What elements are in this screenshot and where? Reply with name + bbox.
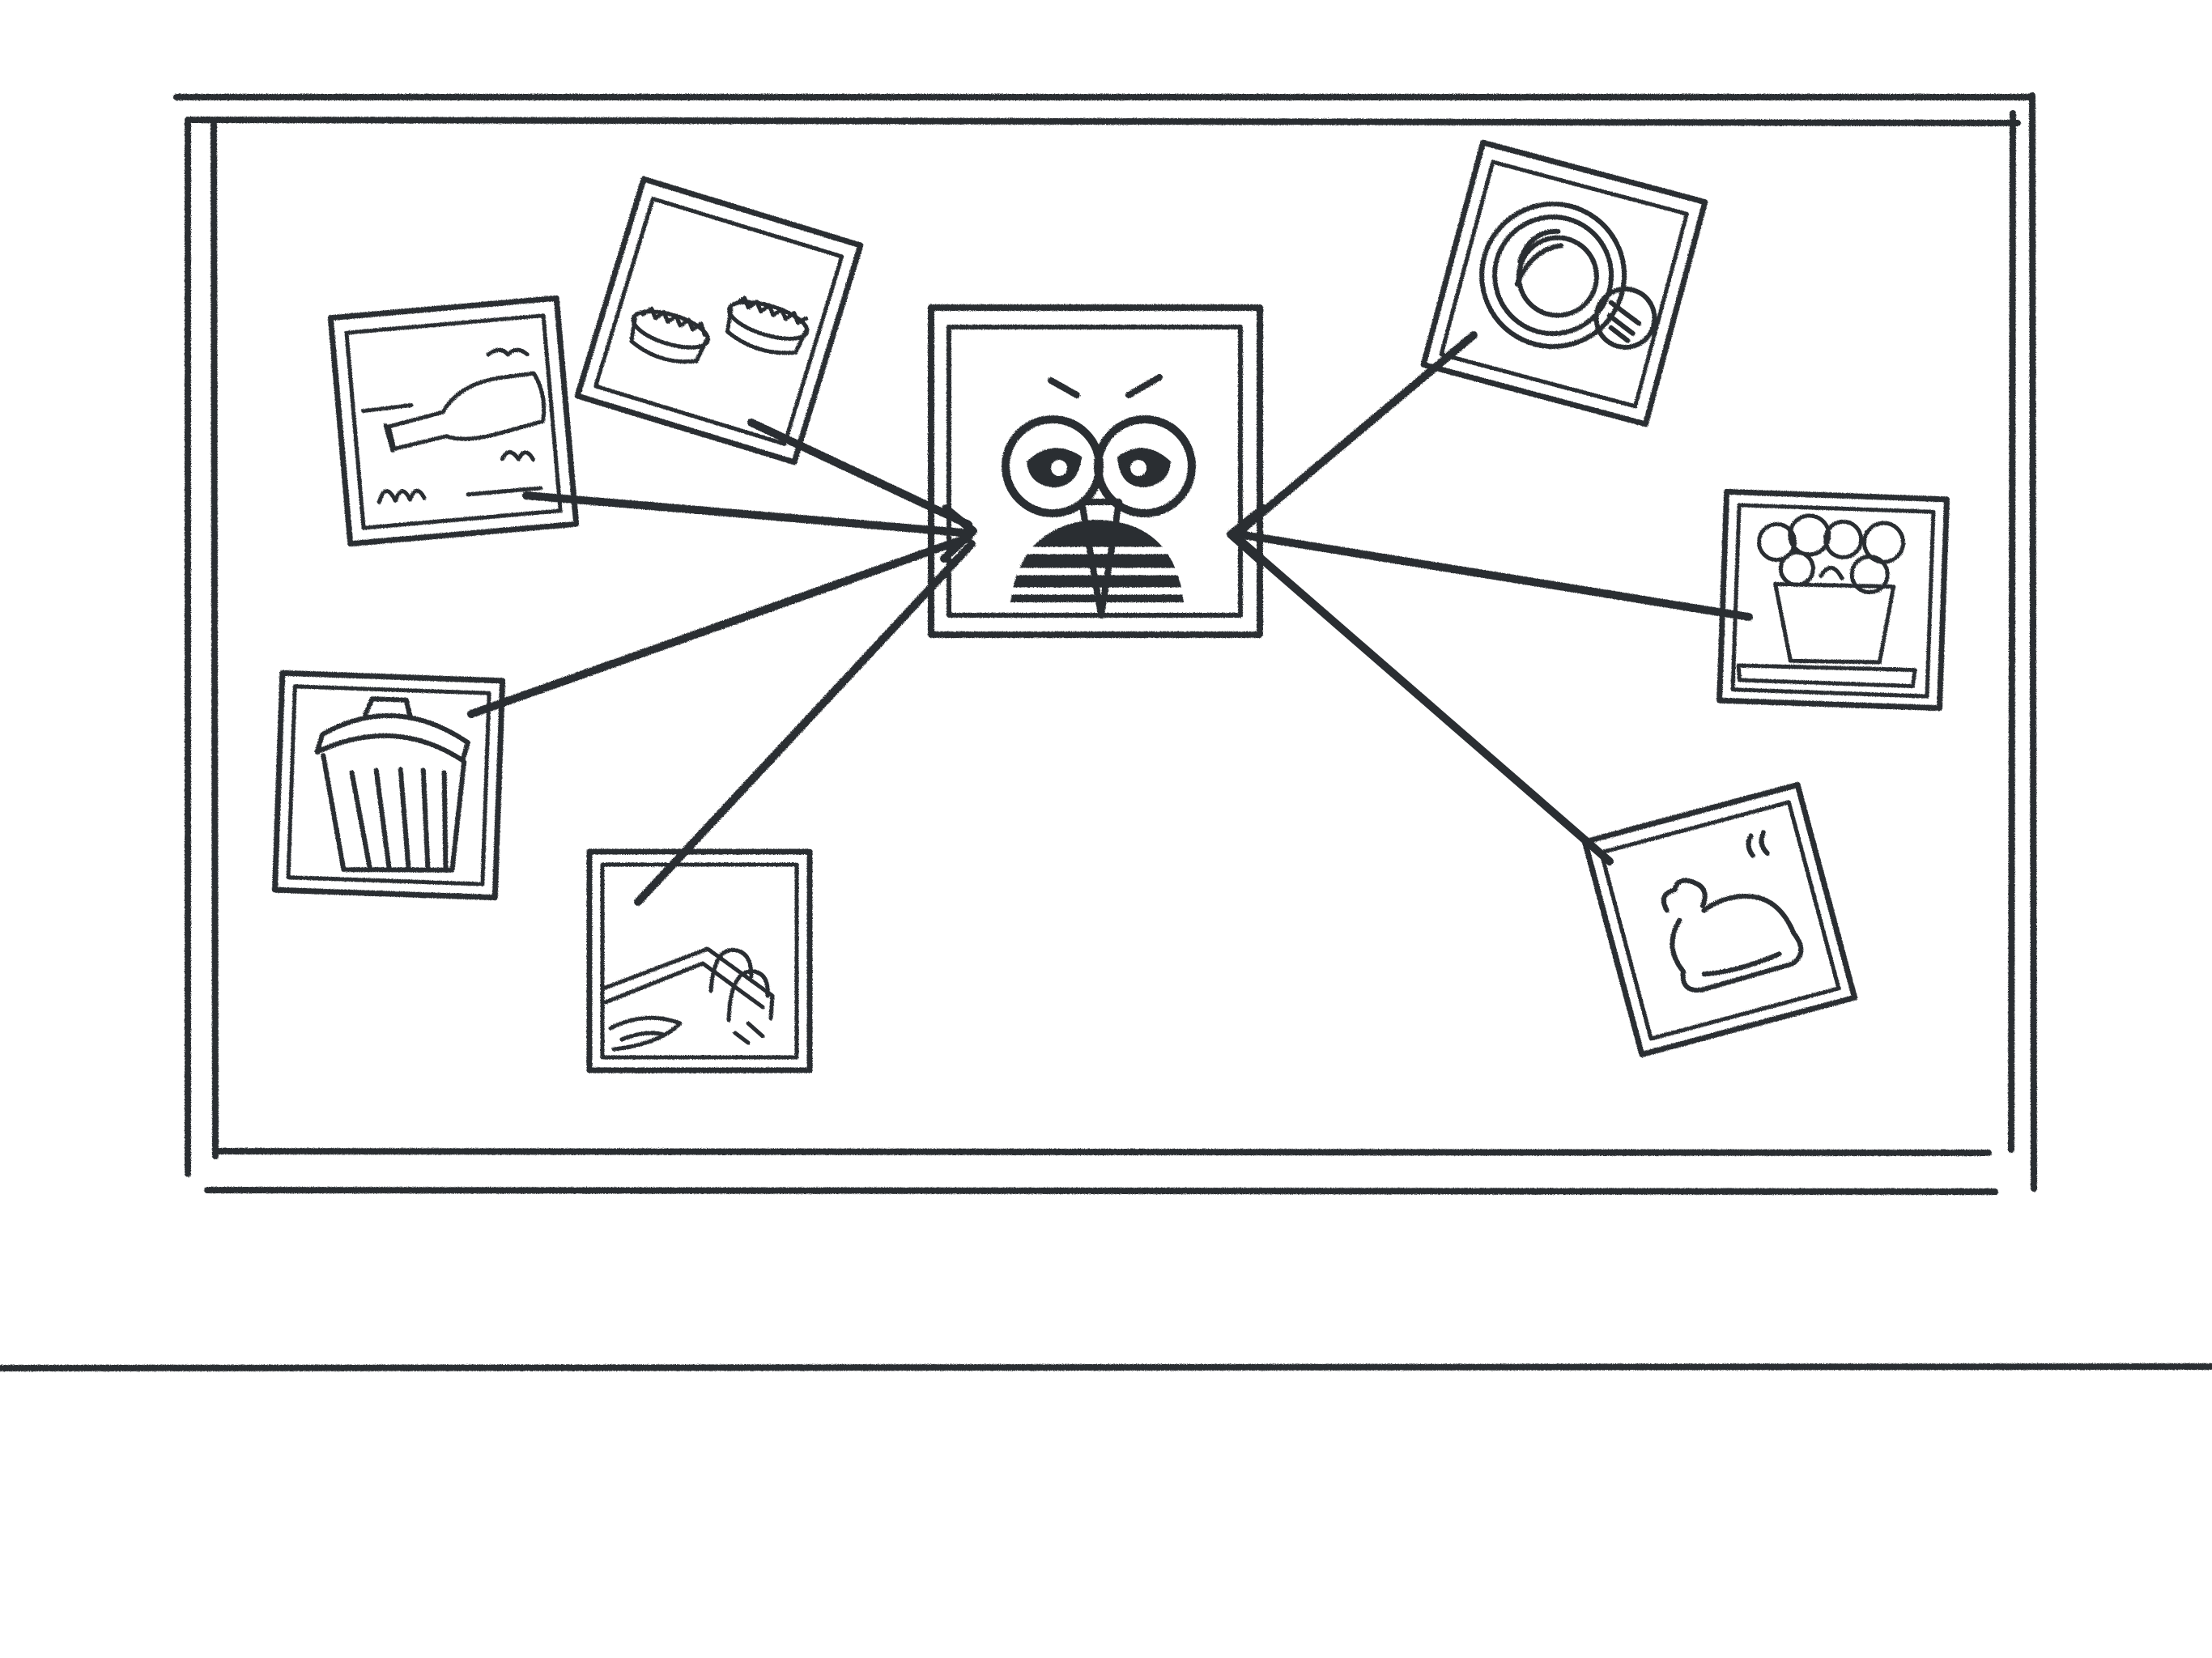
node-caps <box>574 176 864 466</box>
angry-mosquito-icon <box>1002 374 1196 619</box>
arrow-pot <box>1235 530 1753 621</box>
arrow-tire <box>1238 331 1478 534</box>
bottle-caps-icon <box>629 295 810 364</box>
node-tire <box>1420 139 1708 427</box>
node-bottle <box>327 295 580 547</box>
arrow-bag <box>1235 535 1614 865</box>
tire-icon <box>1479 202 1657 350</box>
flower-pot-icon <box>1736 513 1917 688</box>
node-bag <box>1581 781 1858 1058</box>
trash-can-icon <box>314 696 470 873</box>
arrow-trash <box>467 534 972 718</box>
center-node <box>928 304 1263 638</box>
swimming-pool-icon <box>603 946 775 1052</box>
arrow-bottle <box>522 491 968 537</box>
node-pool <box>586 848 813 1073</box>
arrow-pool <box>634 540 976 906</box>
node-pot <box>1716 488 1950 712</box>
floor-line <box>0 1363 2212 1371</box>
garbage-bag-icon <box>1661 830 1804 993</box>
node-trash <box>271 670 506 901</box>
bottle-in-grass-icon <box>361 347 547 504</box>
board-frame <box>173 92 2037 1195</box>
arrow-caps <box>747 419 972 529</box>
